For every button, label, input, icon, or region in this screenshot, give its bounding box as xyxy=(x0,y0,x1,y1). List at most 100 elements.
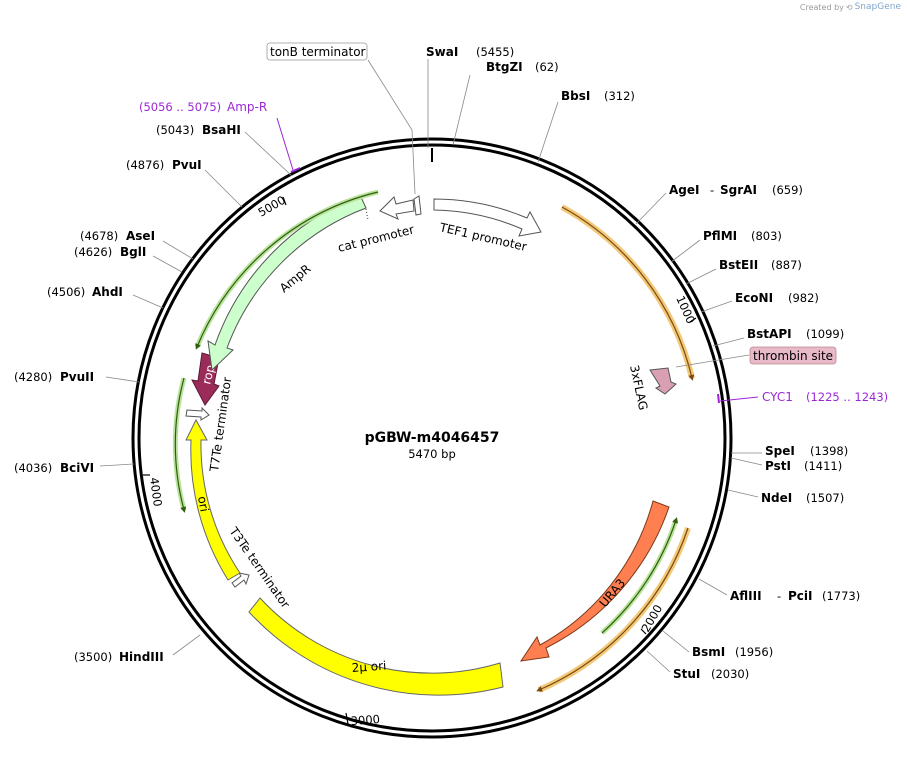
feature-label-2mu-ori: 2μ ori xyxy=(351,659,387,675)
primer-ampr-mark xyxy=(290,167,301,173)
orf-arc-green-right-line xyxy=(601,517,678,634)
feature-cat-promoter[interactable] xyxy=(379,196,415,220)
site-psti[interactable]: PstI (1411) xyxy=(730,457,842,473)
site-bsmi-name: BsmI xyxy=(692,645,725,659)
feature-t3te-terminator[interactable] xyxy=(231,572,250,588)
snapgene-credit: Created by ⟲ SnapGene xyxy=(800,2,901,12)
backbone-outer xyxy=(131,137,733,739)
site-spei-name: SpeI xyxy=(765,444,795,458)
site-agei-sgrai[interactable]: AgeI - SgrAI (659) xyxy=(635,183,803,225)
site-btgzi[interactable]: BtgZI (62) xyxy=(452,60,559,146)
tick-label-4000: 4000 xyxy=(147,476,165,507)
site-bsahi-pos: (5043) xyxy=(156,123,194,137)
site-bsteii[interactable]: BstEII (887) xyxy=(685,258,802,285)
feature-t7te-terminator[interactable] xyxy=(185,406,210,421)
site-afliii-name: AflIII xyxy=(730,589,762,603)
feature-label-thrombin-site: thrombin site xyxy=(753,349,833,363)
site-bbsi[interactable]: BbsI (312) xyxy=(537,89,635,163)
site-pvui-name: PvuI xyxy=(172,158,202,172)
site-bsteii-pos: (887) xyxy=(771,258,802,272)
site-hindiii-pos: (3500) xyxy=(74,650,112,664)
site-asei-name: AseI xyxy=(126,229,155,243)
site-pvuii-pos: (4280) xyxy=(14,370,52,384)
site-afliii-pcii[interactable]: AflIII - PciI (1773) xyxy=(698,578,860,603)
tick-4000: 4000 xyxy=(143,474,165,507)
site-spei[interactable]: SpeI (1398) xyxy=(731,444,848,458)
site-sgrai-name: SgrAI xyxy=(720,183,757,197)
site-agei-sep: - xyxy=(710,183,714,197)
snapgene-logo-icon: ⟲ xyxy=(845,2,853,12)
site-bstapi-pos: (1099) xyxy=(806,327,844,341)
site-pflmi[interactable]: PflMI (803) xyxy=(670,229,782,263)
site-pvui-pos: (4876) xyxy=(126,158,164,172)
site-pvuii[interactable]: (4280) PvuII xyxy=(14,370,140,384)
site-stui-pos: (2030) xyxy=(711,667,749,681)
site-stui[interactable]: StuI (2030) xyxy=(646,650,749,681)
site-bcivi-name: BciVI xyxy=(60,461,94,475)
site-ndei[interactable]: NdeI (1507) xyxy=(727,489,844,505)
site-afliii-sep: - xyxy=(777,589,781,603)
site-econi-name: EcoNI xyxy=(735,291,773,305)
primer-cyc1-range: (1225 .. 1243) xyxy=(806,390,888,404)
orf-arc-green-left-line xyxy=(174,377,187,513)
site-asei-pos: (4678) xyxy=(80,229,118,243)
site-bgli[interactable]: (4626) BglI xyxy=(74,245,183,273)
credit-brand: SnapGene xyxy=(854,2,901,12)
site-econi-pos: (982) xyxy=(788,291,819,305)
site-bsmi-pos: (1956) xyxy=(735,645,773,659)
primer-cyc1-mark xyxy=(717,393,720,404)
feature-thrombin-site[interactable] xyxy=(749,346,837,365)
site-pvui[interactable]: (4876) PvuI xyxy=(126,158,243,208)
feature-label-tonb-terminator: tonB terminator xyxy=(270,45,366,59)
feature-tonb-terminator[interactable] xyxy=(413,195,422,216)
orf-arc-green-ampr-line xyxy=(195,191,379,350)
tick-1000: 1000 xyxy=(673,294,698,326)
feature-2mu-ori[interactable] xyxy=(248,597,504,696)
primer-ampr-leader xyxy=(276,117,294,171)
site-bsmi[interactable]: BsmI (1956) xyxy=(662,630,773,659)
orf-arc-right xyxy=(560,204,695,379)
tick-label-1000: 1000 xyxy=(673,294,698,326)
site-bgli-name: BglI xyxy=(120,245,146,259)
feature-tef1-promoter[interactable] xyxy=(433,198,542,237)
site-bcivi[interactable]: (4036) BciVI xyxy=(14,461,135,475)
feature-label-ori: ori xyxy=(195,495,211,513)
site-bstapi[interactable]: BstAPI (1099) xyxy=(712,327,844,347)
orf-arc-bottom-right-line xyxy=(536,527,689,692)
primer-cyc1-leader xyxy=(719,396,759,402)
site-pvuii-name: PvuII xyxy=(60,370,94,384)
site-ahdi[interactable]: (4506) AhdI xyxy=(47,285,164,309)
feature-label-ura3: URA3 xyxy=(597,576,629,610)
site-afliii-pos: (1773) xyxy=(822,589,860,603)
site-agei-name: AgeI xyxy=(669,183,699,197)
tick-3000: 3000 xyxy=(345,712,380,728)
thrombin-leader xyxy=(675,354,750,368)
site-btgzi-pos: (62) xyxy=(535,60,559,74)
tick-5000: 5000 xyxy=(256,193,288,220)
site-stui-name: StuI xyxy=(673,667,700,681)
site-ahdi-name: AhdI xyxy=(92,285,123,299)
site-asei[interactable]: (4678) AseI xyxy=(80,229,194,260)
feature-3xflag[interactable] xyxy=(649,367,677,395)
site-ahdi-pos: (4506) xyxy=(47,285,85,299)
tonb-leader-2 xyxy=(411,129,416,195)
site-econi[interactable]: EcoNI (982) xyxy=(700,291,819,313)
site-bsahi[interactable]: (5043) BsaHI xyxy=(156,123,293,177)
site-pflmi-name: PflMI xyxy=(703,229,737,243)
site-swai[interactable]: SwaI (5455) xyxy=(426,45,514,148)
primer-ampr-name: Amp-R xyxy=(227,100,267,114)
feature-ori[interactable] xyxy=(185,418,241,581)
feature-ura3[interactable] xyxy=(519,500,670,662)
site-hindiii[interactable]: (3500) HindIII xyxy=(74,634,201,664)
site-swai-pos: (5455) xyxy=(476,45,514,59)
tick-label-3000: 3000 xyxy=(350,712,380,728)
feature-ampr[interactable] xyxy=(207,194,367,372)
site-pcii-name: PciI xyxy=(788,589,813,603)
site-bstapi-name: BstAPI xyxy=(747,327,792,341)
primer-cyc1-name: CYC1 xyxy=(762,390,793,404)
site-agei-pos: (659) xyxy=(772,183,803,197)
site-bsahi-name: BsaHI xyxy=(202,123,241,137)
site-psti-pos: (1411) xyxy=(804,459,842,473)
orf-arc-right-line xyxy=(561,206,695,381)
